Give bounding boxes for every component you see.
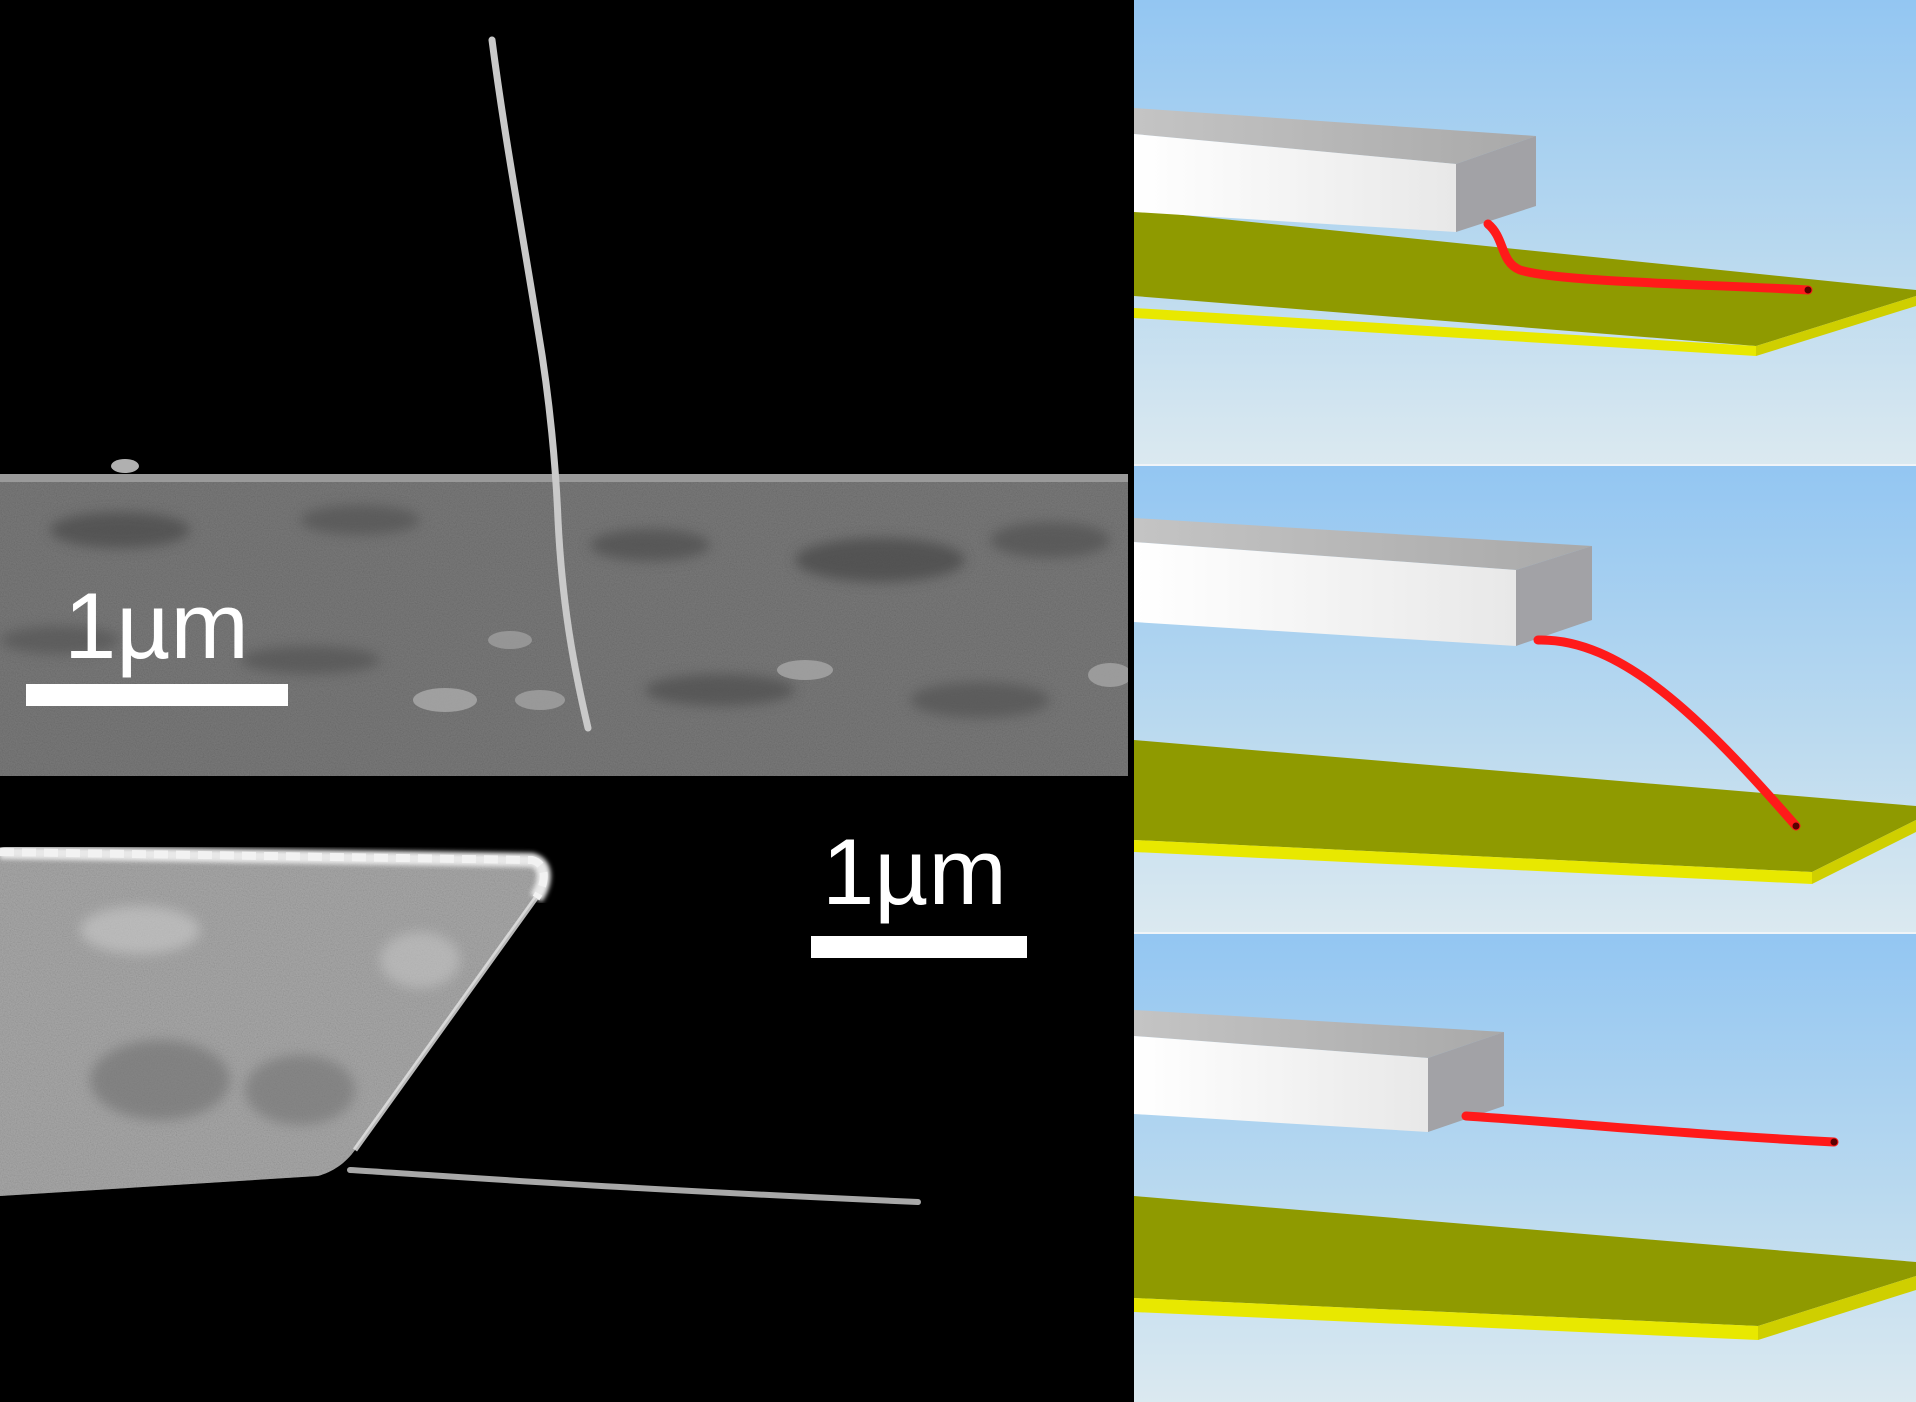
substrate-surface [0, 474, 1128, 776]
panel-divider [1134, 932, 1916, 934]
scale-bar-line [811, 936, 1027, 958]
cantilever-side-edge [352, 896, 539, 1152]
schematic-diagram [1134, 0, 1916, 1402]
substrate-front-edge [1134, 1298, 1758, 1340]
substrate-top [1134, 740, 1916, 872]
substrate-edge [0, 474, 1128, 482]
cantilever-top [1134, 518, 1592, 570]
diagram-panel-2 [1134, 466, 1916, 932]
substrate-top [1134, 1196, 1916, 1326]
cantilever-end [1516, 546, 1592, 646]
nanowire [1533, 635, 1801, 831]
diagram-panel-1 [1134, 0, 1916, 464]
vertical-nanowire [488, 36, 592, 732]
substrate-top [1134, 210, 1916, 346]
surface-particles [0, 505, 1110, 718]
sky-background [1134, 934, 1916, 1402]
nanowire-tip [1830, 1138, 1838, 1146]
horizontal-nanowire [347, 1167, 921, 1205]
cantilever-top [1134, 108, 1536, 164]
scale-bar-bottom: 1µm [811, 819, 1027, 958]
nanowire [1461, 1111, 1839, 1147]
substrate-front-edge [1134, 308, 1756, 356]
sem-image-vertical-nanowire: 1µm [0, 0, 1128, 776]
cantilever-face [1134, 542, 1516, 646]
panel-divider [1134, 464, 1916, 466]
panel-divider [1128, 0, 1134, 1402]
sem-image-horizontal-nanowire: 1µm [0, 776, 1128, 1402]
surface-bumps [111, 459, 1128, 712]
vacuum-background [0, 0, 1128, 476]
scale-bar-top: 1µm [26, 573, 288, 706]
nanowire-tip [1804, 286, 1812, 294]
scale-bar-label: 1µm [64, 573, 249, 678]
substrate-front-edge [1134, 840, 1812, 884]
cantilever-face [1134, 1036, 1428, 1132]
substrate-side-edge [1756, 296, 1916, 356]
cantilever-face [1134, 134, 1456, 232]
cantilever-end [1428, 1032, 1504, 1132]
nanowire-tip [1792, 822, 1800, 830]
nanowire [1483, 219, 1813, 295]
cantilever-shading [80, 906, 460, 1125]
scale-bar-label: 1µm [822, 819, 1007, 924]
cantilever-top [1134, 1010, 1504, 1058]
cantilever-end [1456, 136, 1536, 232]
diagram-panel-3 [1134, 934, 1916, 1402]
substrate-side-edge [1812, 820, 1916, 884]
scale-bar-line [26, 684, 288, 706]
cantilever-edge-beads [0, 848, 548, 901]
substrate-side-edge [1758, 1276, 1916, 1340]
